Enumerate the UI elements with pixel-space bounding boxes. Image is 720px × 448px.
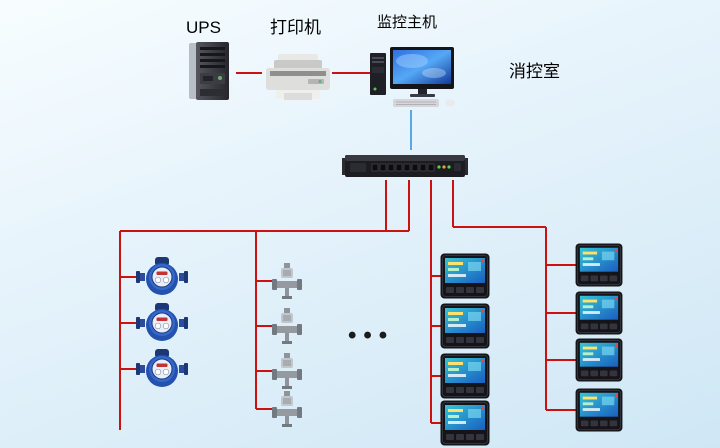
- power-meter-icon: [440, 353, 490, 399]
- water-meter-icon: [136, 256, 188, 298]
- valve-icon: [272, 307, 302, 345]
- ellipsis: •••: [348, 322, 395, 349]
- water-meter-icon: [136, 302, 188, 344]
- valve-device: [272, 262, 302, 300]
- power-meter-device: [440, 303, 490, 349]
- ups-device: [183, 40, 235, 102]
- ups-tower-icon: [183, 40, 235, 102]
- power-meter-icon: [574, 243, 624, 287]
- power-meter-device: [440, 353, 490, 399]
- power-meter-icon: [574, 388, 624, 432]
- power-meter-icon: [574, 338, 624, 382]
- printer-device: [262, 52, 334, 102]
- valve-icon: [272, 262, 302, 300]
- power-meter-device: [440, 253, 490, 299]
- printer-icon: [262, 52, 334, 102]
- network-switch-icon: [342, 150, 468, 180]
- printer-label: 打印机: [270, 18, 321, 37]
- power-meter-device: [574, 291, 624, 335]
- water-meter-device: [136, 348, 188, 390]
- valve-device: [272, 390, 302, 428]
- water-meter-icon: [136, 348, 188, 390]
- water-meter-device: [136, 302, 188, 344]
- monitor-host-icon: [368, 45, 460, 108]
- valve-device: [272, 352, 302, 390]
- host-label: 监控主机: [377, 14, 438, 31]
- valve-device: [272, 307, 302, 345]
- valve-icon: [272, 352, 302, 390]
- power-meter-icon: [440, 303, 490, 349]
- power-meter-device: [574, 388, 624, 432]
- switch-device: [342, 150, 468, 180]
- power-meter-icon: [440, 400, 490, 446]
- room-label: 消控室: [509, 62, 560, 81]
- power-meter-device: [574, 243, 624, 287]
- valve-icon: [272, 390, 302, 428]
- host-device: [368, 45, 460, 108]
- water-meter-device: [136, 256, 188, 298]
- ups-label: UPS: [186, 18, 221, 37]
- power-meter-icon: [574, 291, 624, 335]
- power-meter-device: [440, 400, 490, 446]
- power-meter-icon: [440, 253, 490, 299]
- power-meter-device: [574, 338, 624, 382]
- wire-meterR-stubs: [546, 264, 576, 411]
